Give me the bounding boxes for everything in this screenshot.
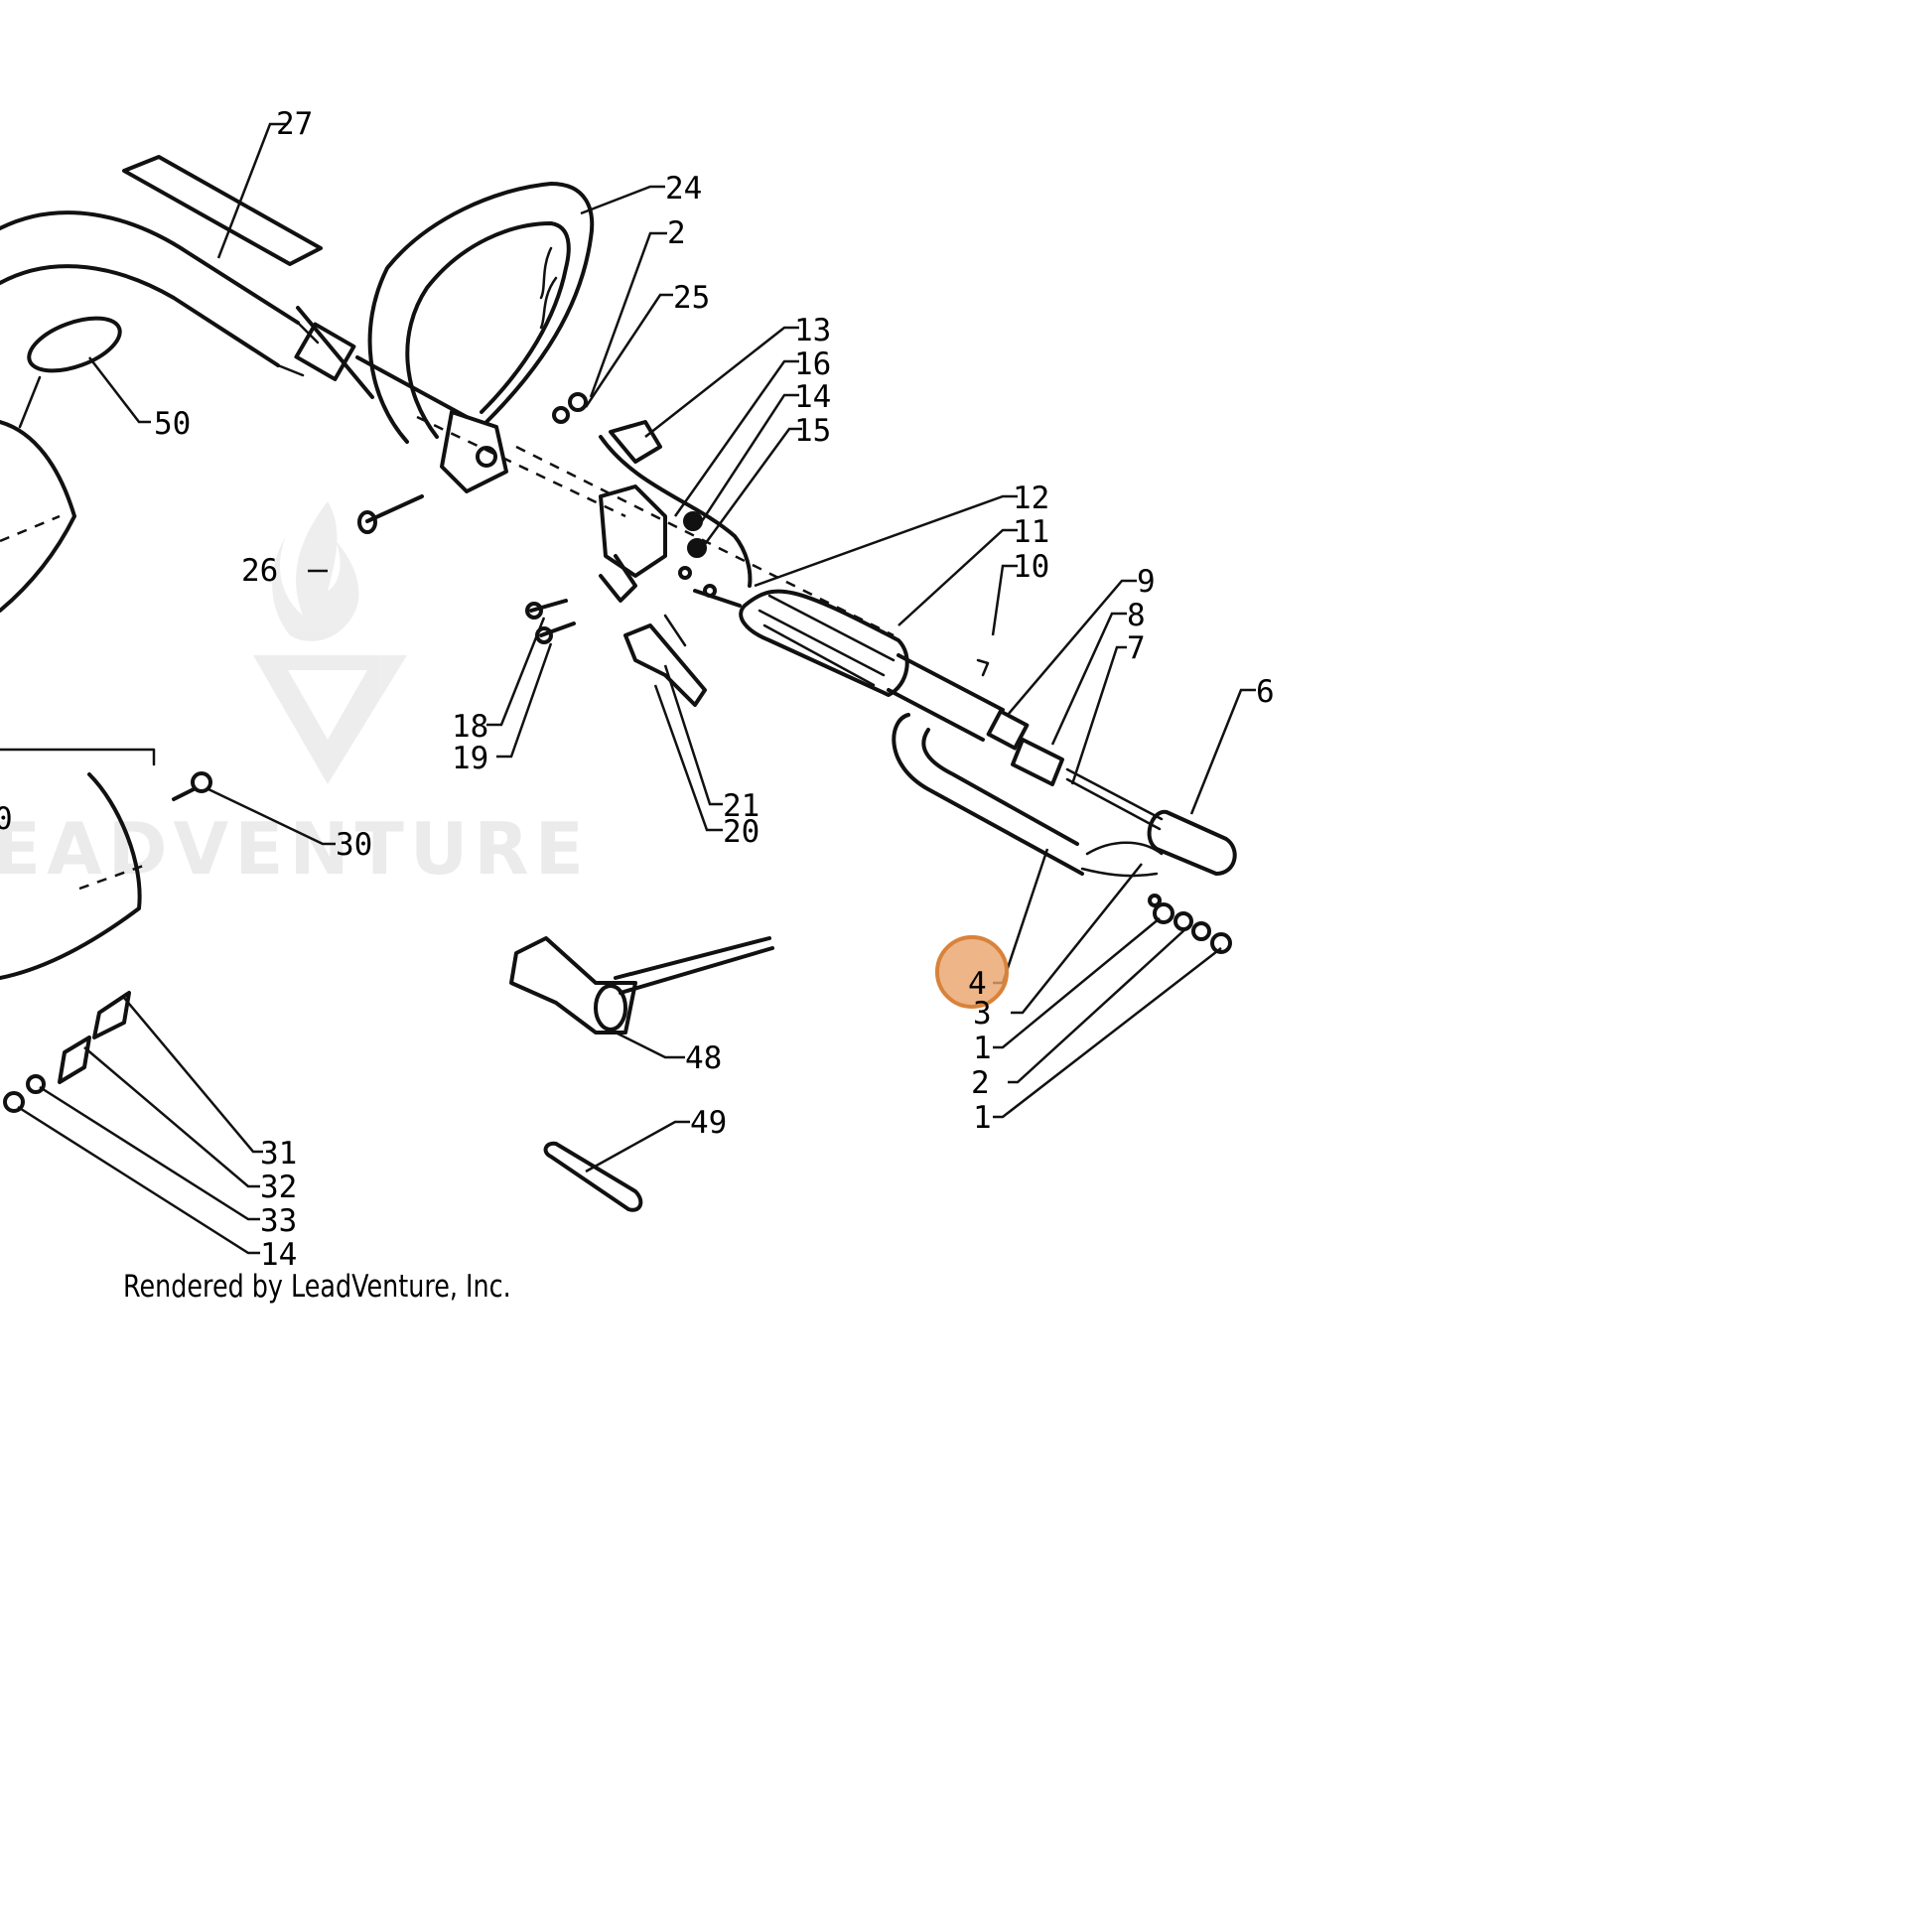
leader-lines (17, 122, 1256, 1255)
screw-30 (172, 771, 212, 801)
callout-2-lower[interactable]: 2 (971, 1065, 990, 1101)
grip-11-12 (678, 566, 909, 697)
screws-18-19 (525, 599, 576, 644)
callout-49[interactable]: 49 (690, 1105, 727, 1141)
highlight-marker[interactable] (935, 935, 1009, 1009)
clip-13 (599, 420, 753, 588)
callout-27[interactable]: 27 (276, 106, 313, 142)
callout-33[interactable]: 33 (260, 1203, 297, 1239)
callout-15[interactable]: 15 (794, 413, 831, 449)
callout-9[interactable]: 9 (1137, 564, 1156, 600)
watermark: LEADVENTURE (0, 501, 590, 891)
callout-26[interactable]: 26 (241, 553, 278, 589)
cap-6 (1147, 809, 1237, 876)
callout-12[interactable]: 12 (1013, 481, 1049, 516)
bolt-26 (357, 494, 424, 534)
callout-6[interactable]: 6 (1256, 674, 1275, 710)
callout-31[interactable]: 31 (260, 1136, 297, 1172)
callout-18[interactable]: 18 (452, 709, 488, 745)
socket-wrench-48 (509, 936, 774, 1035)
callout-20[interactable]: 20 (723, 814, 759, 850)
cable-4 (892, 713, 1164, 907)
callout-24[interactable]: 24 (665, 171, 702, 207)
small-parts-2-25 (552, 392, 588, 424)
callout-19[interactable]: 19 (452, 741, 488, 776)
guard-lower (0, 748, 156, 980)
callout-2-upper[interactable]: 2 (667, 215, 686, 251)
callout-21[interactable]: 21 (723, 788, 759, 824)
callout-14-lower[interactable]: 14 (260, 1237, 297, 1273)
callout-48[interactable]: 48 (685, 1040, 722, 1076)
callout-50[interactable]: 50 (154, 406, 191, 442)
throttle-housing (599, 484, 707, 603)
callout-16[interactable]: 16 (794, 346, 831, 382)
callout-8[interactable]: 8 (1127, 598, 1146, 633)
nuts-1-2 (1153, 902, 1232, 954)
callout-4[interactable]: 4 (968, 966, 987, 1002)
decal-27 (122, 155, 323, 266)
callout-7[interactable]: 7 (1127, 630, 1146, 666)
callout-30[interactable]: 30 (336, 827, 372, 863)
loop-handle-24 (367, 182, 595, 493)
callout-partial-0[interactable]: 0 (0, 801, 13, 837)
trigger-20-21 (623, 614, 707, 707)
callout-labels: 27 24 2 25 13 16 14 15 50 26 12 11 10 9 … (0, 106, 1275, 1273)
callout-13[interactable]: 13 (794, 313, 831, 348)
callout-25[interactable]: 25 (673, 280, 710, 316)
callout-32[interactable]: 32 (260, 1170, 297, 1205)
credit-text: Rendered by LeadVenture, Inc. (123, 1269, 511, 1305)
guard-upper (0, 420, 76, 613)
callout-1-lower[interactable]: 1 (973, 1100, 992, 1136)
brackets-31-33 (3, 991, 131, 1113)
callout-14-upper[interactable]: 14 (794, 379, 831, 415)
callout-11[interactable]: 11 (1013, 514, 1049, 550)
inner-shaft (887, 653, 1164, 831)
spanner-49 (543, 1141, 643, 1212)
callout-10[interactable]: 10 (1013, 549, 1049, 585)
knob-50 (18, 316, 122, 429)
callout-3[interactable]: 3 (973, 996, 992, 1032)
watermark-text: LEADVENTURE (0, 807, 590, 891)
callout-1-upper[interactable]: 1 (973, 1031, 992, 1066)
shaft-assembly (0, 210, 895, 637)
